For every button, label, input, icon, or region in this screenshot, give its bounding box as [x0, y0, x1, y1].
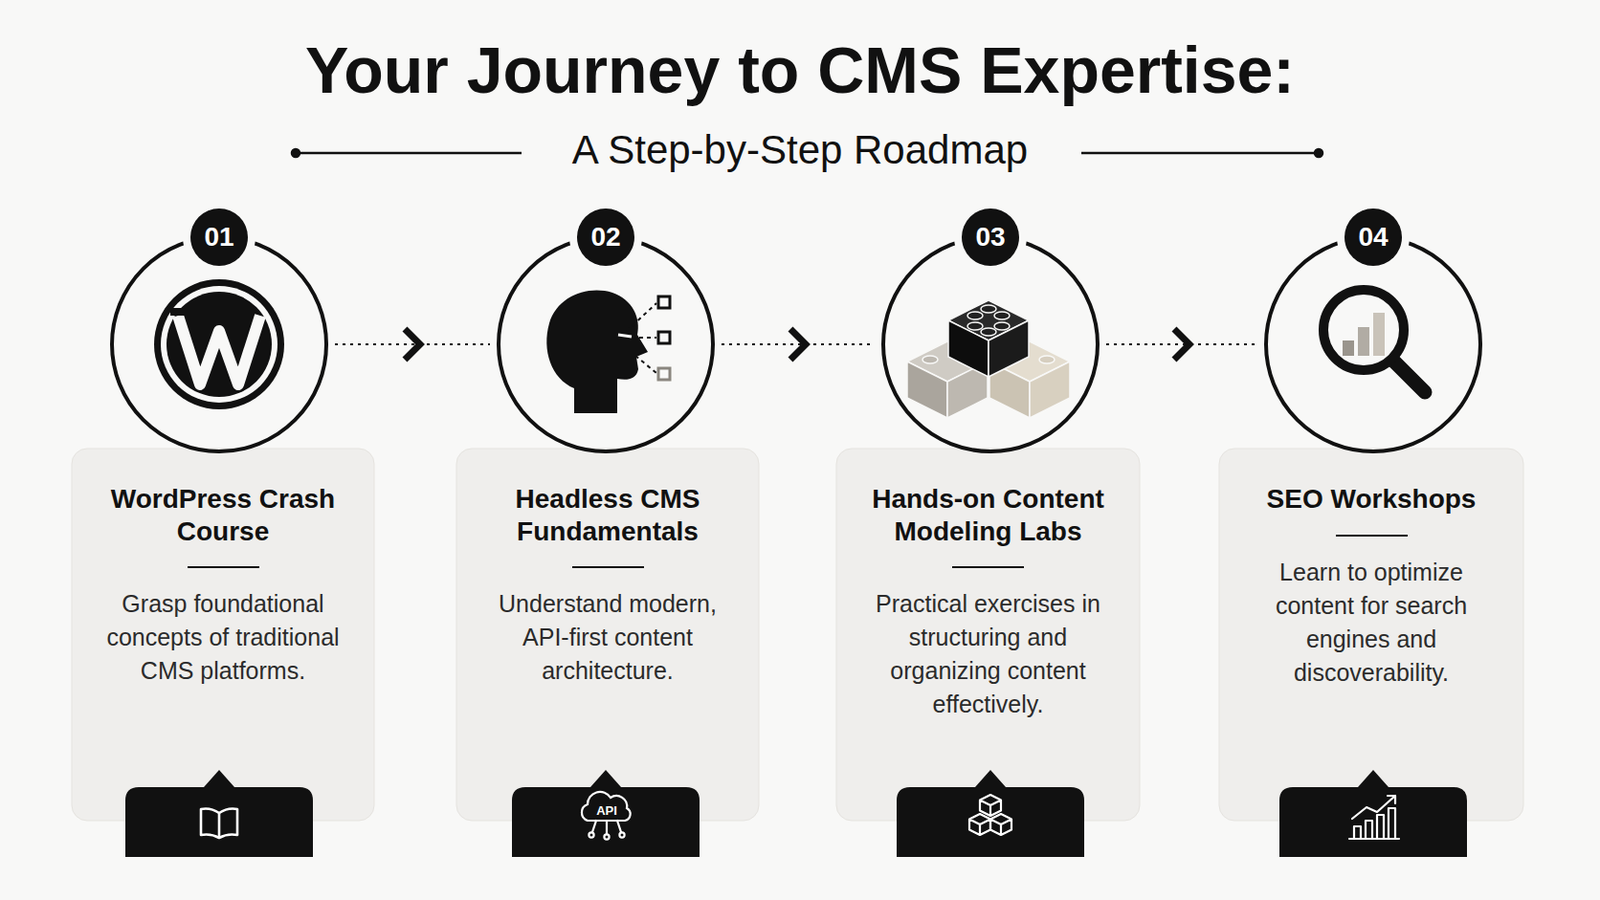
- api-cloud-icon: [581, 792, 631, 841]
- card-heading: WordPress Crash Course: [76, 483, 370, 548]
- building-blocks-icon: [907, 300, 1070, 419]
- api-label: API: [596, 804, 618, 818]
- card-tab: [125, 770, 1467, 858]
- head-icon: [546, 290, 670, 414]
- wordpress-logo: [154, 279, 285, 410]
- card-body: Grasp foundational concepts of tradition…: [97, 587, 349, 689]
- card-body: Learn to optimize content for search eng…: [1245, 555, 1497, 690]
- card-body: Understand modern, API-first content arc…: [482, 587, 734, 689]
- circle-ring: [1266, 237, 1481, 452]
- cubes-icon: [969, 795, 1012, 836]
- circle-outline: [1263, 234, 1484, 455]
- step-card: Hands-on Content Modeling LabsPractical …: [836, 448, 1140, 822]
- card-divider: [572, 566, 645, 569]
- card-divider: [1335, 534, 1408, 537]
- step-card: SEO WorkshopsLearn to optimize content f…: [1219, 448, 1524, 822]
- step-number: 02: [577, 208, 635, 267]
- step-number: 04: [1344, 208, 1402, 267]
- step-number: 03: [961, 208, 1020, 267]
- step-circle: 01: [109, 234, 330, 455]
- circle-ring: [883, 237, 1098, 452]
- step-number: 01: [190, 208, 248, 267]
- book-icon: [200, 809, 238, 840]
- card-heading: Hands-on Content Modeling Labs: [841, 483, 1135, 548]
- circle-outline: [109, 234, 330, 455]
- growth-chart-icon: [1349, 796, 1400, 840]
- dotted-connector: [334, 343, 490, 346]
- circle-outline: [495, 234, 716, 455]
- card-divider: [952, 566, 1024, 569]
- circle-ring: [498, 237, 713, 452]
- step-circle: 02: [495, 234, 716, 455]
- flow-connector: [721, 329, 875, 360]
- flow-connector: [1106, 329, 1258, 360]
- diagram-title: Your Journey to CMS Expertise:: [0, 34, 1600, 107]
- dotted-connector: [721, 343, 875, 346]
- chevron-head: [404, 329, 421, 360]
- step-card: WordPress Crash CourseGrasp foundational…: [71, 448, 375, 822]
- chevron-head: [1174, 329, 1190, 360]
- subtitle: A Step-by-Step Roadmap: [558, 126, 1042, 175]
- flow-connector: [334, 329, 490, 360]
- card-heading: Headless CMS Fundamentals: [461, 483, 755, 548]
- circle-outline: [880, 234, 1101, 455]
- chevron-head: [790, 329, 806, 360]
- step-card: Headless CMS FundamentalsUnderstand mode…: [456, 448, 759, 822]
- card-body: Practical exercises in structuring and o…: [863, 587, 1114, 722]
- magnifier-icon: [1323, 289, 1425, 393]
- circle-ring: [111, 237, 327, 452]
- card-divider: [187, 566, 260, 569]
- step-circle: 03: [880, 234, 1101, 455]
- dotted-connector: [1106, 343, 1258, 346]
- card-ground: [71, 448, 1524, 822]
- step-circle: 04: [1263, 234, 1484, 455]
- card-heading: SEO Workshops: [1223, 483, 1519, 516]
